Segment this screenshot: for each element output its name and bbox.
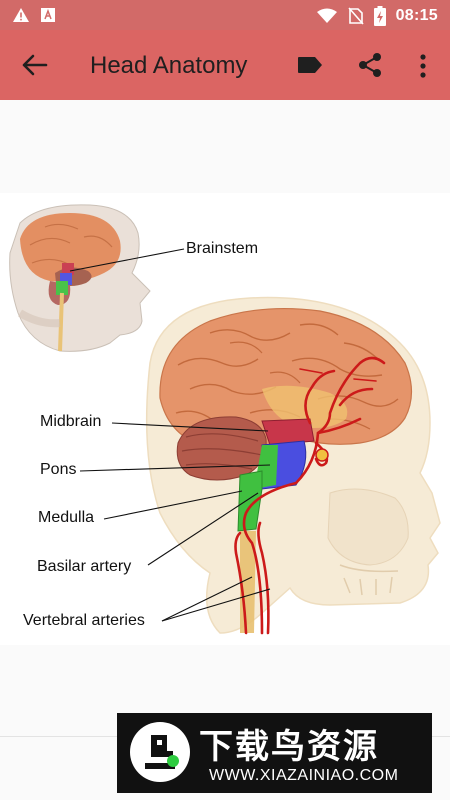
leader-lines (69, 248, 271, 622)
label-basilar-artery: Basilar artery (37, 558, 132, 575)
status-time: 08:15 (395, 7, 438, 24)
label-pons: Pons (40, 461, 77, 478)
watermark-url: WWW.XIAZAINIAO.COM (209, 767, 399, 784)
arteries (234, 356, 386, 635)
battery-charging-icon (373, 6, 386, 26)
inset-head (9, 204, 151, 352)
watermark-brand: 下载鸟资源 (199, 727, 379, 767)
watermark-banner: 下载鸟资源 WWW.XIAZAINIAO.COM (117, 713, 432, 793)
midbrain-shape (261, 418, 315, 446)
font-a-icon (41, 8, 55, 22)
label-brainstem: Brainstem (186, 240, 259, 257)
label-midbrain: Midbrain (40, 413, 102, 430)
brain (159, 307, 413, 453)
wifi-icon (316, 8, 337, 23)
anatomy-figure: Brainstem Midbrain Pons Medulla Basilar … (0, 193, 450, 645)
bird-logo-icon (130, 722, 190, 782)
back-arrow-icon[interactable] (20, 53, 48, 77)
more-vert-icon[interactable] (418, 53, 428, 79)
page-title: Head Anatomy (90, 52, 248, 79)
share-icon[interactable] (357, 52, 383, 78)
warning-icon (13, 8, 29, 22)
label-tag-icon[interactable] (297, 55, 323, 75)
label-vertebral-arteries: Vertebral arteries (23, 612, 145, 629)
label-medulla: Medulla (38, 509, 95, 526)
anatomy-illustration (9, 204, 441, 635)
app-bar: Head Anatomy (0, 30, 450, 100)
no-sim-icon (347, 7, 364, 25)
cerebellum (176, 416, 267, 481)
status-bar: 08:15 (0, 0, 450, 30)
